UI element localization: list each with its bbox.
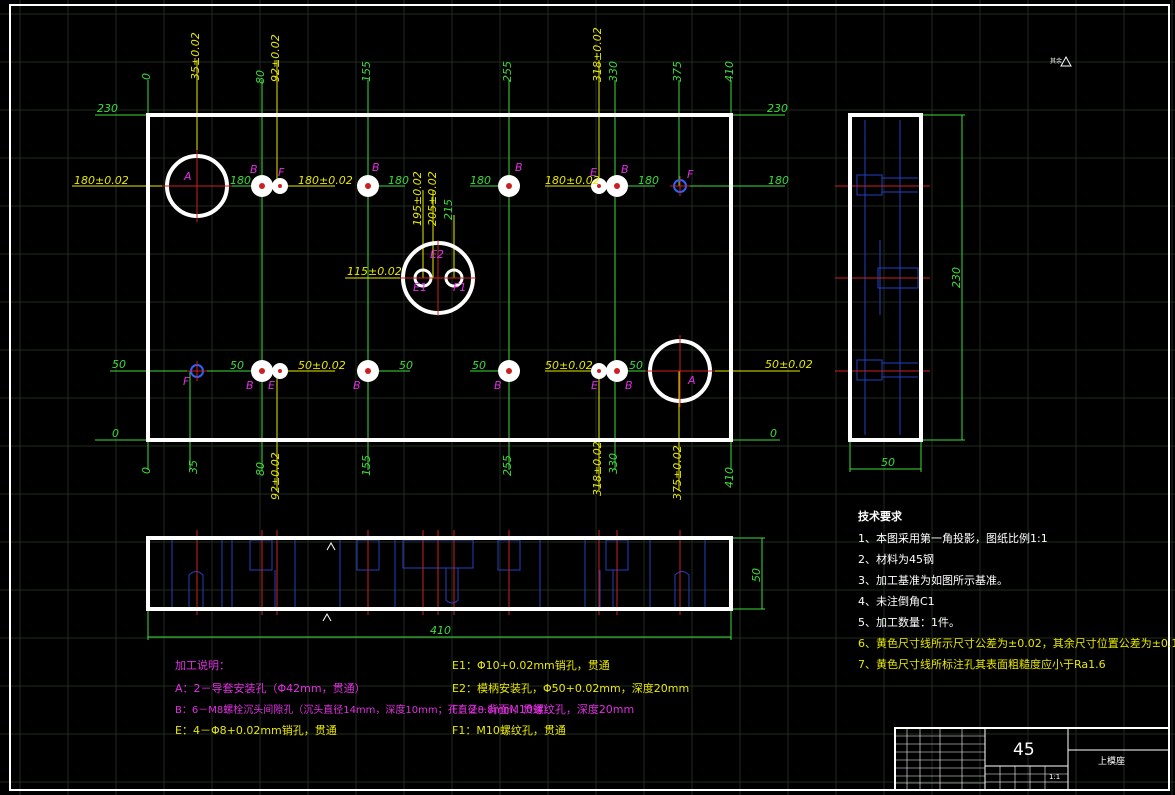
label-a-left: A <box>183 170 192 183</box>
label-b-5: B <box>246 379 254 392</box>
label-e-2: E <box>590 166 597 179</box>
tech-requirements: 技术要求 1、本图采用第一角投影，图纸比例1:1 2、材料为45钢 3、加工基准… <box>858 509 1175 671</box>
label-e1: E1 <box>413 281 427 294</box>
dim-front-height: 50 <box>750 568 763 582</box>
plate-outline <box>146 113 733 442</box>
label-a-right: A <box>687 374 696 387</box>
roughness-other: 其余 <box>1050 57 1062 65</box>
label-b-2: B <box>372 161 380 174</box>
dim-bottom-155: 155 <box>360 455 373 476</box>
label-f1: F1 <box>453 281 466 294</box>
dim-side-height: 230 <box>950 267 963 288</box>
dim-top-0: 0 <box>140 73 153 80</box>
r50-d: 50 <box>472 359 486 372</box>
r180-b: 180±0.02 <box>298 174 353 187</box>
dim-205: 205±0.02 <box>426 171 439 226</box>
dim-bottom-330: 330 <box>607 453 620 474</box>
dim-top-255: 255 <box>501 61 514 82</box>
dim-bottom-375: 375±0.02 <box>671 445 684 500</box>
dim-top-155: 155 <box>360 61 373 82</box>
r180-e: 180±0.02 <box>545 174 600 187</box>
process-right-2: F：2－背面M10螺纹孔，深度20mm <box>452 702 634 716</box>
dim-215: 215 <box>442 199 455 220</box>
dim-top-80: 80 <box>254 70 267 84</box>
side-outline <box>848 113 923 442</box>
process-right-3: F1：M10螺纹孔，贯通 <box>452 723 566 737</box>
r180-c: 180 <box>388 174 409 187</box>
dim-bottom-80: 80 <box>254 462 267 476</box>
dim-front-length: 410 <box>430 624 451 637</box>
r50-f: 50 <box>629 359 643 372</box>
dim-0-left: 0 <box>112 427 119 440</box>
dim-195: 195±0.02 <box>411 171 424 226</box>
tech-item-1: 1、本图采用第一角投影，图纸比例1:1 <box>858 531 1048 545</box>
dim-top-35: 35±0.02 <box>189 32 202 80</box>
r180-d: 180 <box>470 174 491 187</box>
r50-c: 50 <box>399 359 413 372</box>
front-outline <box>146 536 733 611</box>
dim-50-right: 50±0.02 <box>765 358 813 371</box>
tech-title: 技术要求 <box>858 509 903 523</box>
process-left-0: 加工说明： <box>175 658 230 672</box>
label-b-7: B <box>494 379 502 392</box>
tech-item-7: 7、黄色尺寸线所标注孔其表面粗糙度应小于Ra1.6 <box>858 657 1106 671</box>
title-block <box>894 727 1170 791</box>
dim-top-375: 375 <box>671 61 684 82</box>
label-e2: E2 <box>430 248 444 261</box>
label-f-bottom: F <box>183 375 190 388</box>
process-right-0: E1：Φ10+0.02mm销孔，贯通 <box>452 658 610 672</box>
dim-bottom-318: 318±0.02 <box>591 441 604 496</box>
tech-item-2: 2、材料为45钢 <box>858 552 934 566</box>
r180-a: 180 <box>230 174 251 187</box>
part-name: 上模座 <box>1098 755 1125 767</box>
dim-bottom-0: 0 <box>140 467 153 474</box>
plan-view <box>72 60 800 490</box>
label-e-4: E <box>591 379 598 392</box>
process-left-2: B：6－M8螺栓沉头间隙孔（沉头直径14mm，深度10mm；孔直径8.8mm，贯… <box>175 703 553 716</box>
side-view <box>835 113 965 472</box>
dim-230-right: 230 <box>767 102 788 115</box>
scale-label: 1:1 <box>1049 773 1060 781</box>
tech-item-4: 4、未注倒角C1 <box>858 594 935 608</box>
process-left-3: E：4－Φ8+0.02mm销孔，贯通 <box>175 723 337 737</box>
tech-item-5: 5、加工数量：1件。 <box>858 616 960 629</box>
label-f-top: F <box>687 168 694 181</box>
dim-bottom-92: 92±0.02 <box>269 452 282 500</box>
dim-180-right: 180 <box>768 174 789 187</box>
label-e-3: E <box>268 379 275 392</box>
process-notes: 加工说明： A：2－导套安装孔（Φ42mm，贯通） B：6－M8螺栓沉头间隙孔（… <box>175 658 689 737</box>
dim-bottom-35: 35 <box>187 460 200 474</box>
label-b-4: B <box>621 163 629 176</box>
dim-115: 115±0.02 <box>347 265 402 278</box>
r50-b: 50±0.02 <box>298 359 346 372</box>
process-left-1: A：2－导套安装孔（Φ42mm，贯通） <box>175 681 366 695</box>
dim-0-right: 0 <box>770 427 777 440</box>
dim-50-left: 50 <box>112 358 126 371</box>
dim-top-92: 92±0.02 <box>269 34 282 82</box>
dim-top-330: 330 <box>607 61 620 82</box>
dim-top-318: 318±0.02 <box>591 27 604 82</box>
r50-a: 50 <box>230 359 244 372</box>
label-b-1: B <box>250 163 258 176</box>
label-b-6: B <box>353 379 361 392</box>
label-b-3: B <box>515 161 523 174</box>
r50-e: 50±0.02 <box>545 359 593 372</box>
dim-230-left: 230 <box>97 102 118 115</box>
tech-item-6: 6、黄色尺寸线所示尺寸公差为±0.02，其余尺寸位置公差为±0.1mm <box>858 636 1175 650</box>
label-b-8: B <box>625 379 633 392</box>
tech-item-3: 3、加工基准为如图所示基准。 <box>858 573 1008 587</box>
label-e-1: F <box>278 166 285 179</box>
dim-180-left: 180±0.02 <box>74 174 129 187</box>
sheet-border <box>9 4 1170 791</box>
dim-side-width: 50 <box>881 456 895 469</box>
process-right-1: E2：模柄安装孔，Φ50+0.02mm，深度20mm <box>452 681 689 695</box>
front-view <box>146 55 1072 640</box>
material-label: 45 <box>1013 740 1035 760</box>
r180-f: 180 <box>638 174 659 187</box>
dim-bottom-255: 255 <box>501 455 514 476</box>
dim-top-410: 410 <box>723 61 736 82</box>
dim-bottom-410: 410 <box>723 467 736 488</box>
